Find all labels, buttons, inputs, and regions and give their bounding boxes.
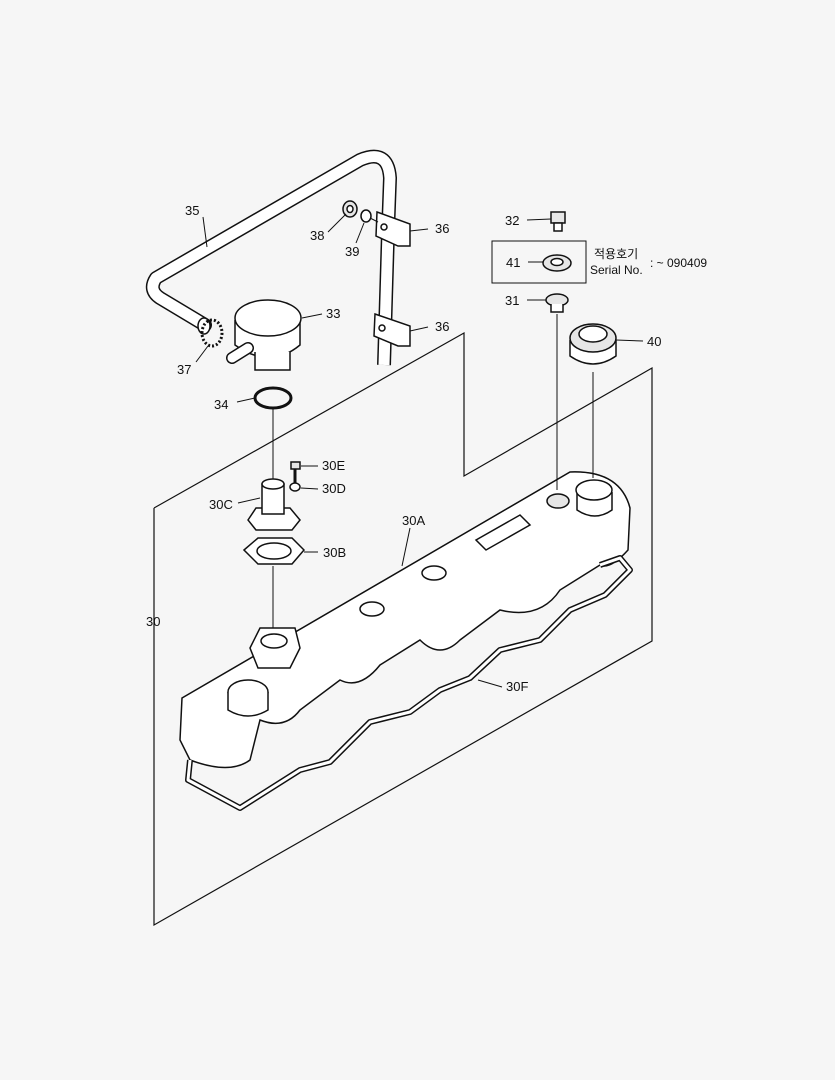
grommet xyxy=(545,293,569,313)
hose-clip-lower xyxy=(373,312,411,347)
label-30: 30 xyxy=(146,614,160,629)
label-36-lower: 36 xyxy=(435,319,449,334)
oil-filler-cap xyxy=(569,323,617,365)
label-30F: 30F xyxy=(506,679,528,694)
nut xyxy=(342,200,358,218)
label-41: 41 xyxy=(506,255,520,270)
label-leaders xyxy=(195,213,644,688)
breather-pipe xyxy=(247,478,301,531)
breather-hose xyxy=(145,149,397,366)
hose-clip-upper xyxy=(375,210,411,247)
breather xyxy=(226,299,302,371)
label-30E: 30E xyxy=(322,458,345,473)
cover-gasket xyxy=(185,555,633,811)
seal-washer xyxy=(289,482,301,492)
washer-41 xyxy=(542,254,572,272)
label-30A: 30A xyxy=(402,513,425,528)
serial-note-label: Serial No. xyxy=(590,263,643,277)
label-30C: 30C xyxy=(209,497,233,512)
label-35: 35 xyxy=(185,203,199,218)
label-34: 34 xyxy=(214,397,228,412)
valve-cover xyxy=(179,471,631,769)
serial-note-value: : ~ 090409 xyxy=(650,256,707,270)
washer xyxy=(360,209,379,223)
label-36-upper: 36 xyxy=(435,221,449,236)
o-ring xyxy=(253,386,293,410)
label-33: 33 xyxy=(326,306,340,321)
assembly-30-bracket xyxy=(153,331,653,927)
gasket-30b xyxy=(242,537,306,565)
label-39: 39 xyxy=(345,244,359,259)
bolt xyxy=(290,461,301,484)
label-30D: 30D xyxy=(322,481,346,496)
serial-note-korean: 적용호기 xyxy=(594,247,638,261)
plug xyxy=(550,211,566,232)
label-38: 38 xyxy=(310,228,324,243)
serial-box xyxy=(491,240,587,284)
label-31: 31 xyxy=(505,293,519,308)
label-32: 32 xyxy=(505,213,519,228)
label-40: 40 xyxy=(647,334,661,349)
label-37: 37 xyxy=(177,362,191,377)
hose-band xyxy=(200,318,224,348)
label-30B: 30B xyxy=(323,545,346,560)
